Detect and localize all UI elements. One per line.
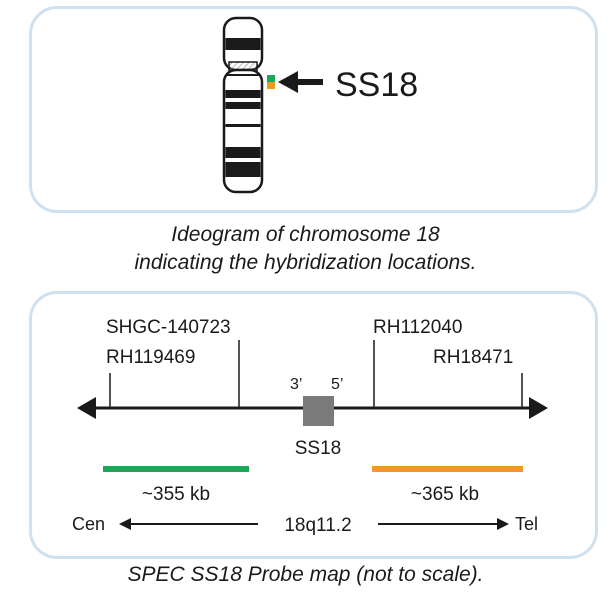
cen-arrow: [119, 518, 258, 530]
ss18-gene-box: [303, 396, 334, 426]
three-prime-label: 3’: [290, 376, 302, 393]
green-probe-signal: [267, 75, 275, 82]
ideogram-probe-label: SS18: [335, 66, 418, 104]
marker-label-rh18471: RH18471: [433, 347, 513, 368]
green-probe-bar: [103, 466, 249, 472]
orange-probe-size: ~365 kb: [411, 484, 479, 505]
marker-label-rh119469: RH119469: [106, 347, 195, 368]
gene-label: SS18: [295, 438, 341, 459]
cen-label: Cen: [72, 514, 105, 534]
probe-map-caption: SPEC SS18 Probe map (not to scale).: [127, 563, 484, 586]
chromosome-18-ideogram: [222, 16, 264, 194]
tel-arrow: [378, 518, 509, 530]
orange-probe-bar: [372, 466, 523, 472]
band-label: 18q11.2: [284, 515, 351, 536]
orange-probe-signal: [267, 82, 275, 89]
marker-label-rh112040: RH112040: [373, 317, 462, 338]
tel-label: Tel: [515, 514, 538, 534]
green-probe-size: ~355 kb: [142, 484, 210, 505]
locus-arrow: [278, 71, 323, 93]
five-prime-label: 5’: [331, 376, 343, 393]
ideogram-panel: [29, 6, 598, 213]
ideogram-caption-line2: indicating the hybridization locations.: [134, 251, 477, 274]
marker-label-shgc: SHGC-140723: [106, 317, 231, 338]
ideogram-caption-line1: Ideogram of chromosome 18: [171, 223, 440, 246]
